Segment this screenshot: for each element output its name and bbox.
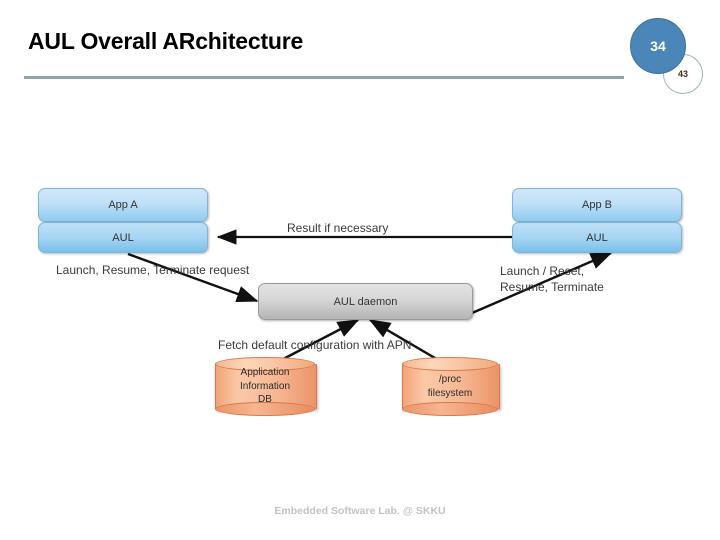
page-number-secondary-label: 43 [677,69,688,79]
datastore-proc-fs-line-1: /proc [438,374,462,385]
node-app-b[interactable]: App B [512,188,682,222]
edge-label-launch-reset-resume-terminate: Launch / Reset, Resume, Terminate [500,264,604,295]
node-aul-daemon-label: AUL daemon [333,295,398,308]
datastore-app-info-db-line-3: DB [258,394,272,406]
edge-launch-resume-terminate-request [127,252,259,303]
slide-footer: Embedded Software Lab. @ SKKU [274,505,446,517]
edge-label-launch-resume-terminate-request: Launch, Resume, Terminate request [56,263,250,277]
title-divider [24,76,624,79]
cylinder-top [215,357,315,371]
edge-launch-reset-resume-terminate [471,251,613,315]
page-number-badge: 34 [630,18,686,74]
architecture-diagram: App A AUL App B AUL AUL daemon Applicati… [0,170,720,420]
node-aul-left[interactable]: AUL [38,222,208,253]
page-number-label: 34 [650,38,666,54]
node-aul-right-label: AUL [586,231,608,244]
datastore-app-info-db-line-1: Application [240,367,290,379]
edge-label-fetch-default-configuration: Fetch default configuration with APN [218,338,412,352]
cylinder-bottom [215,402,315,416]
datastore-app-info-db-label: Application Information DB [215,357,315,416]
node-app-b-label: App B [582,199,612,211]
edge-label-result-if-necessary: Result if necessary [287,221,389,235]
node-aul-right[interactable]: AUL [512,222,682,253]
node-aul-daemon[interactable]: AUL daemon [258,283,473,320]
node-app-a[interactable]: App A [38,188,208,222]
datastore-proc-fs-label: /proc filesystem [402,357,498,416]
datastore-proc-fs-line-2: filesystem [427,387,473,399]
datastore-proc-filesystem[interactable]: /proc filesystem [402,357,500,416]
cylinder-top [402,357,498,371]
node-aul-left-label: AUL [112,231,134,244]
page-title: AUL Overall ARchitecture [28,28,304,54]
node-app-a-label: App A [108,199,138,211]
datastore-app-info-db-line-2: Information [239,380,291,392]
cylinder-bottom [402,402,498,416]
datastore-application-information-db[interactable]: Application Information DB [215,357,317,416]
